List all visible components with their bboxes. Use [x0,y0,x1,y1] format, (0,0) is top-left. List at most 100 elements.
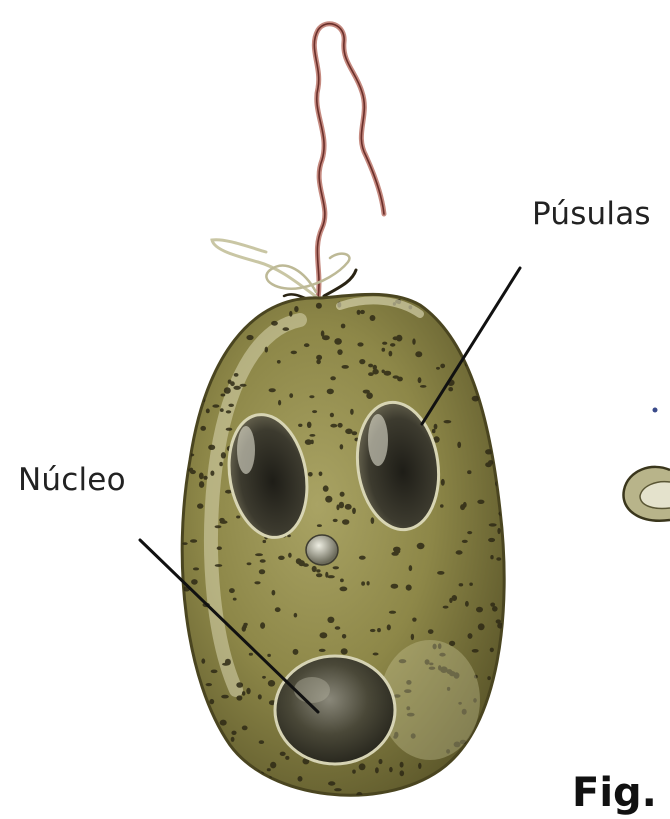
granule [183,787,189,791]
granule [327,389,334,395]
granule [210,336,217,339]
granule [267,654,271,657]
granule [309,395,314,398]
granule [221,452,226,458]
granule [334,788,342,791]
granule [220,720,227,726]
granule [350,409,354,415]
granule [360,310,365,314]
granule [490,698,498,702]
granule [259,740,264,744]
granule [340,579,344,583]
granule [187,312,192,318]
granule [465,322,471,326]
granule [400,762,404,768]
granule [285,756,289,760]
granule [487,676,491,680]
granule [437,571,444,575]
granule [316,303,322,309]
granule [472,649,479,653]
granule [448,387,453,391]
granule [212,779,219,784]
granule [199,481,204,488]
granule [502,408,507,413]
granule [468,633,473,639]
granule [400,770,405,776]
adjacent-figure-fragment [623,408,670,521]
granule [280,752,286,756]
granule [243,779,247,785]
granule [357,342,363,346]
granule [373,653,379,656]
granule [417,543,425,549]
granule [316,359,321,364]
granule [390,343,395,347]
granule [249,653,253,656]
granule [389,767,393,772]
granule [382,370,385,374]
granule [418,763,421,769]
granule [389,351,393,357]
granule [330,424,337,428]
granule [467,470,471,474]
granule [291,351,297,355]
nucleus [275,656,395,764]
granule [242,726,248,731]
granule [269,388,276,392]
granule [220,408,224,412]
granule [206,683,212,686]
granule [478,623,485,630]
granule [327,575,335,578]
granule [254,581,260,584]
granule [298,560,305,566]
granule [337,349,342,355]
transverse-flagellum [212,240,356,300]
granule [208,739,212,742]
granule [428,629,434,634]
granule [235,298,242,305]
granule [357,310,361,315]
granule [188,453,194,456]
granule [345,429,352,435]
granule [340,587,348,592]
granule [225,659,231,666]
granule [270,762,276,769]
granule [370,629,376,632]
granule [320,632,328,638]
granule [298,776,303,782]
granule [323,485,329,491]
granule [259,569,265,574]
figure-caption: Fig. 7 [572,770,670,816]
granule [215,525,222,528]
granule [231,315,236,320]
granule [294,613,298,618]
granule [382,342,387,345]
granule [190,713,195,719]
granule [195,692,203,695]
granule [342,519,349,525]
granule [444,420,452,423]
granule [415,351,422,357]
granule [222,758,229,765]
granule [263,540,267,543]
granule [492,606,498,612]
granule [440,364,445,369]
granule [447,790,454,794]
granule [352,431,358,435]
granule [393,375,399,378]
granule [436,367,440,370]
granule [345,504,352,510]
pusulas-label: Púsulas [532,196,651,232]
granule [432,429,436,433]
granule [210,471,214,476]
granule [204,327,209,332]
granule [455,312,458,319]
granule [342,634,346,639]
granule [412,618,416,622]
granule [277,360,281,364]
granule [463,502,467,508]
granule [308,472,313,477]
granule [497,670,505,676]
granule [359,556,366,560]
granule [341,324,346,329]
